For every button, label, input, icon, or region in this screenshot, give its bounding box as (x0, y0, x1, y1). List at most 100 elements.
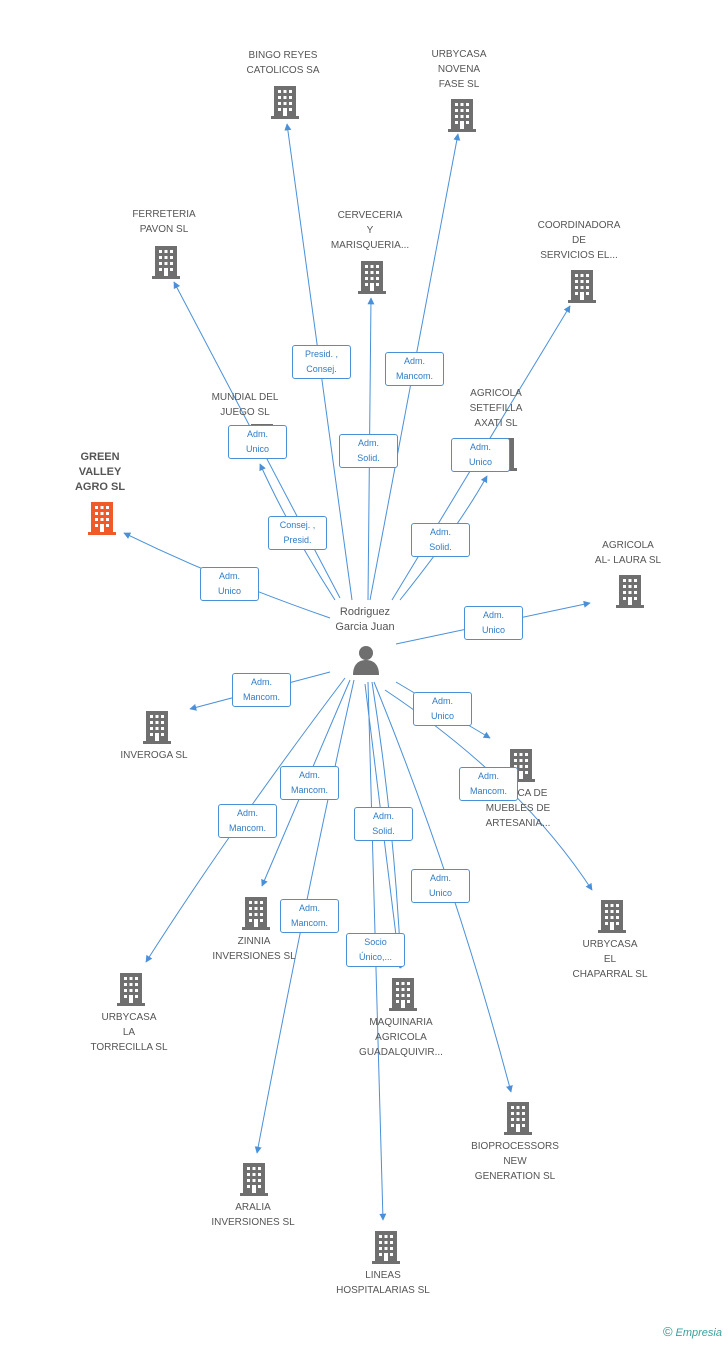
relation-label-line: Unico (245, 444, 269, 454)
company-label-line: CATOLICOS SA (246, 65, 320, 76)
relation-label[interactable]: Adm.Unico (411, 869, 470, 903)
relation-label[interactable]: Adm. Unico (464, 606, 523, 640)
relation-label-line: Adm. (357, 438, 379, 448)
relation-label-line: Único,... (358, 952, 392, 962)
relation-label-line: Solid. (357, 453, 380, 463)
relation-label-line: Adm. (469, 442, 491, 452)
company-label-line: LA (122, 1027, 136, 1038)
relation-label[interactable]: Adm. Solid. (411, 523, 470, 557)
relation-label-line: Adm. (429, 527, 451, 537)
footer-brand[interactable]: ©Empresia (663, 1324, 722, 1339)
company-label-line: MAQUINARIA (369, 1017, 433, 1028)
relation-label-line: Consej. (306, 364, 337, 374)
building-icon[interactable] (88, 502, 116, 535)
company-label-fabrica-muebles[interactable]: FABRICA DE MUEBLES DE ARTESANIA... (453, 786, 583, 831)
relation-label[interactable]: Adm.Mancom. (385, 352, 444, 386)
building-icon[interactable] (504, 1102, 532, 1135)
company-label-line: MARISQUERIA... (330, 240, 410, 251)
relation-label[interactable]: Adm.Unico (413, 692, 472, 726)
building-icon[interactable] (358, 261, 386, 294)
building-icon[interactable] (448, 99, 476, 132)
company-label-line: VALLEY (78, 466, 122, 478)
company-label-line: ARTESANIA... (485, 818, 551, 829)
company-label-line: LINEAS (365, 1270, 401, 1281)
relation-label[interactable]: Adm.Solid. (354, 807, 413, 841)
relation-label[interactable]: Adm.Mancom. (280, 899, 339, 933)
company-label-line: MUEBLES DE (485, 803, 551, 814)
relation-label-line: Presid. , (304, 349, 338, 359)
relation-label[interactable]: Adm.Mancom. (280, 766, 339, 800)
relation-label-line: Adm. (429, 873, 451, 883)
building-icon[interactable] (152, 246, 180, 279)
relation-label-line: Adm. (236, 808, 258, 818)
relation-label-line: Unico (481, 625, 505, 635)
building-icon[interactable] (372, 1231, 400, 1264)
company-label-line: URBYCASA (582, 939, 638, 950)
relation-label-line: Adm. (482, 610, 504, 620)
company-label-line: INVERSIONES SL (211, 1217, 295, 1228)
relation-label-line: Solid. (429, 542, 452, 552)
company-label-urbycasa-torrecilla[interactable]: URBYCASA LA TORRECILLA SL (64, 1010, 194, 1055)
relation-label[interactable]: Consej. ,Presid. (268, 516, 327, 550)
relation-label-line: Mancom. (290, 785, 328, 795)
company-label-line: NOVENA (437, 64, 481, 75)
company-label-line: SETEFILLA (469, 403, 523, 414)
person-name-line: Rodriguez (339, 606, 391, 618)
company-label-line: TORRECILLA SL (90, 1042, 168, 1053)
building-icon[interactable] (616, 575, 644, 608)
relation-label[interactable]: Adm.Mancom. (218, 804, 277, 838)
relation-label-line: Adm. (477, 771, 499, 781)
building-icon[interactable] (271, 86, 299, 119)
building-icon[interactable] (242, 897, 270, 930)
building-icon[interactable] (389, 978, 417, 1011)
company-label-urbycasa-chaparral[interactable]: URBYCASA EL CHAPARRAL SL (545, 937, 675, 982)
brand-name: Empresia (675, 1327, 722, 1339)
relation-label[interactable]: Presid. , Consej. (292, 345, 351, 379)
relation-label[interactable]: Adm.Mancom. (232, 673, 291, 707)
person-name[interactable]: Rodriguez Garcia Juan (305, 605, 425, 635)
relation-label[interactable]: Adm. Unico (451, 438, 510, 472)
company-label-line: NEW (503, 1156, 527, 1167)
relation-label-line: Adm. (218, 571, 240, 581)
relation-label[interactable]: Adm. Solid. (339, 434, 398, 468)
relation-label[interactable]: Adm. Mancom. (459, 767, 518, 801)
relation-label-line: Mancom. (242, 692, 280, 702)
relation-label[interactable]: Adm.Unico (200, 567, 259, 601)
company-label-inveroga[interactable]: INVEROGA SL (89, 748, 219, 763)
company-label-line: FABRICA DE (488, 788, 548, 799)
company-label-urbycasa-novena[interactable]: URBYCASA NOVENA FASE SL (394, 47, 524, 92)
company-label-line: JUEGO SL (220, 407, 270, 418)
building-icon[interactable] (568, 270, 596, 303)
company-label-line: COORDINADORA (537, 220, 621, 231)
company-label-line: EL (603, 954, 617, 965)
relation-label-line: Adm. (298, 903, 320, 913)
company-label-bioprocessors[interactable]: BIOPROCESSORS NEW GENERATION SL (450, 1139, 580, 1184)
company-label-line: GENERATION SL (474, 1171, 556, 1182)
company-label-line: URBYCASA (431, 49, 487, 60)
relation-label-line: Unico (468, 457, 492, 467)
company-label-line: BIOPROCESSORS (471, 1141, 559, 1152)
company-label-line: URBYCASA (101, 1012, 157, 1023)
building-icon[interactable] (143, 711, 171, 744)
company-label-line: FASE SL (438, 79, 480, 90)
relation-label-line: Mancom. (469, 786, 507, 796)
building-icon[interactable] (117, 973, 145, 1006)
company-label-line: CHAPARRAL SL (572, 969, 648, 980)
building-icon[interactable] (598, 900, 626, 933)
relation-label[interactable]: Adm.Unico (228, 425, 287, 459)
building-icon[interactable] (240, 1163, 268, 1196)
